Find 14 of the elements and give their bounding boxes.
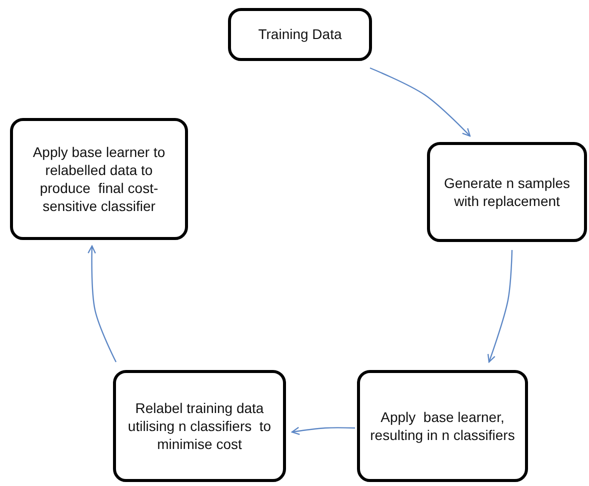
arrow: [370, 67, 471, 137]
arrow: [487, 250, 513, 363]
process-box: [357, 370, 528, 482]
box-text: Apply base learner, resulting in n classifiers: [369, 408, 516, 444]
process-box: [427, 142, 587, 242]
process-box: [113, 370, 286, 482]
box-text: Generate n samples with replacement: [442, 174, 572, 210]
arrow: [88, 245, 117, 362]
box-text: Apply base learner to relabelled data to produce final cost-sensitive classifier: [32, 142, 166, 216]
process-box: [228, 8, 372, 61]
box-text: Training Data: [258, 25, 342, 44]
arrow: [291, 426, 356, 436]
process-box: [10, 118, 188, 240]
box-text: Relabel training data utilising n classifiers to minimise cost: [126, 398, 272, 454]
